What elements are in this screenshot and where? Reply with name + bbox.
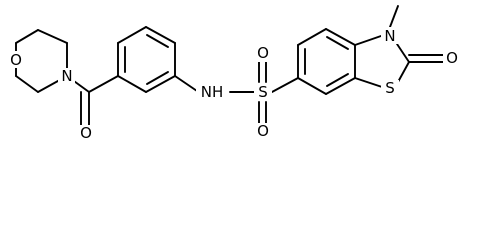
bond-phenyl bbox=[145, 75, 176, 93]
atom-thiazole-nitrogen: N bbox=[384, 27, 395, 45]
bond-benzo-inner bbox=[326, 36, 349, 50]
bond-aryl-nh bbox=[174, 75, 198, 92]
atom-carbonyl-oxygen: O bbox=[80, 124, 92, 142]
chemical-structure-diagram: O N O NH S O O N S O bbox=[7, 5, 461, 142]
bond-benzo bbox=[297, 77, 327, 95]
bond-benzo bbox=[325, 28, 356, 46]
bond-morpholine bbox=[15, 75, 39, 93]
bonds bbox=[15, 5, 445, 126]
bond-morpholine bbox=[15, 29, 39, 44]
atom-sulfonyl-sulfur: S bbox=[258, 83, 268, 101]
atom-thiazole-sulfur: S bbox=[385, 79, 395, 97]
bond-carbonyl-aryl bbox=[88, 75, 119, 93]
atom-amide-nh: NH bbox=[201, 83, 224, 101]
bond-benzo bbox=[325, 77, 356, 95]
bond-benzo bbox=[297, 28, 327, 46]
atom-sulfonyl-oxygen-top: O bbox=[257, 44, 269, 62]
bond-phenyl bbox=[145, 26, 176, 44]
bond-thiazole bbox=[396, 43, 410, 63]
bond-thiazole bbox=[397, 61, 410, 83]
atom-ketone-oxygen: O bbox=[446, 49, 458, 67]
bond-morpholine bbox=[37, 29, 68, 44]
bond-phenyl-inner bbox=[146, 34, 169, 48]
atom-sulfonyl-oxygen-bottom: O bbox=[257, 122, 269, 140]
bond-thiazole bbox=[354, 77, 383, 88]
bond-sulfonyl-aryl bbox=[271, 77, 299, 93]
bond-phenyl bbox=[117, 75, 147, 93]
atom-morpholine-nitrogen: N bbox=[61, 67, 72, 85]
bond-phenyl-inner bbox=[146, 71, 169, 85]
atom-morpholine-oxygen: O bbox=[10, 51, 22, 69]
bond-thiazole bbox=[354, 35, 382, 46]
bond-phenyl bbox=[117, 26, 147, 44]
bond-benzo-inner bbox=[326, 73, 349, 87]
atom-labels: O N O NH S O O N S O bbox=[7, 27, 461, 142]
bond-n-methyl bbox=[389, 5, 399, 28]
